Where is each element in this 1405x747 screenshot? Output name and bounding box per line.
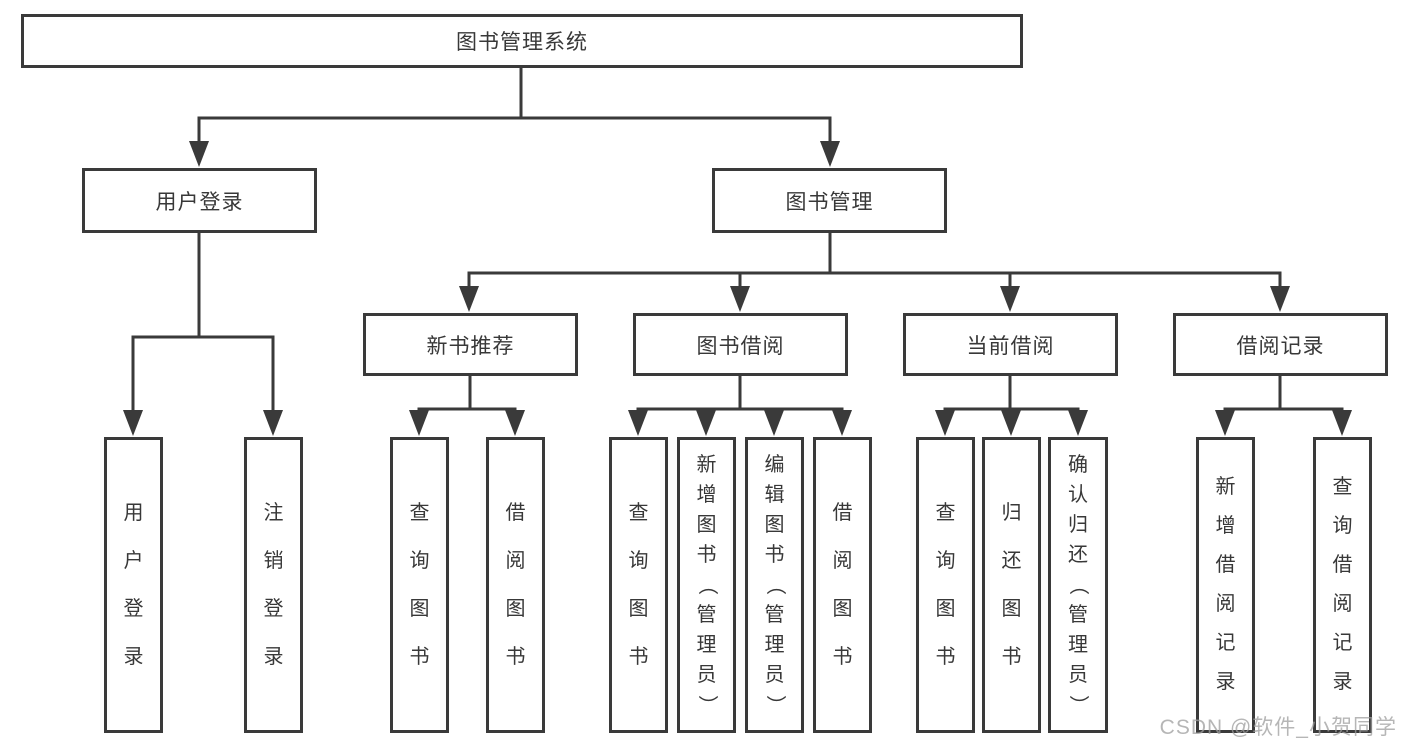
node-book-management-label: 图书管理	[785, 190, 874, 214]
leaf-query-book-2: 查询图书	[609, 437, 668, 733]
leaf-confirm-return-admin: 确认归还（管理员）	[1048, 437, 1108, 733]
leaf-logout: 注销登录	[244, 437, 303, 733]
leaf-add-book-admin: 新增图书（管理员）	[677, 437, 736, 733]
node-user-login-label: 用户登录	[155, 190, 244, 214]
leaf-borrow-book-2: 借阅图书	[813, 437, 872, 733]
node-borrow-records: 借阅记录	[1173, 313, 1388, 376]
node-borrow-records-label: 借阅记录	[1236, 334, 1325, 358]
node-book-management: 图书管理	[712, 168, 947, 233]
node-root-label: 图书管理系统	[456, 31, 588, 54]
arrowhead-icons	[123, 141, 1352, 436]
leaf-return-book: 归还图书	[982, 437, 1041, 733]
node-root-system: 图书管理系统	[21, 14, 1023, 68]
leaf-query-book-3: 查询图书	[916, 437, 975, 733]
csdn-watermark: CSDN @软件_小贺同学	[1159, 716, 1397, 739]
node-book-borrow-label: 图书借阅	[696, 334, 785, 358]
node-book-borrow: 图书借阅	[633, 313, 848, 376]
leaf-edit-book-admin: 编辑图书（管理员）	[745, 437, 804, 733]
node-new-book-recommend-label: 新书推荐	[426, 334, 515, 358]
leaf-query-book-1: 查询图书	[390, 437, 449, 733]
leaf-query-borrow-record: 查询借阅记录	[1313, 437, 1372, 733]
leaf-add-borrow-record: 新增借阅记录	[1196, 437, 1255, 733]
node-current-borrow-label: 当前借阅	[966, 334, 1055, 358]
leaf-borrow-book-1: 借阅图书	[486, 437, 545, 733]
node-current-borrow: 当前借阅	[903, 313, 1118, 376]
node-user-login: 用户登录	[82, 168, 317, 233]
node-new-book-recommend: 新书推荐	[363, 313, 578, 376]
leaf-user-login: 用户登录	[104, 437, 163, 733]
